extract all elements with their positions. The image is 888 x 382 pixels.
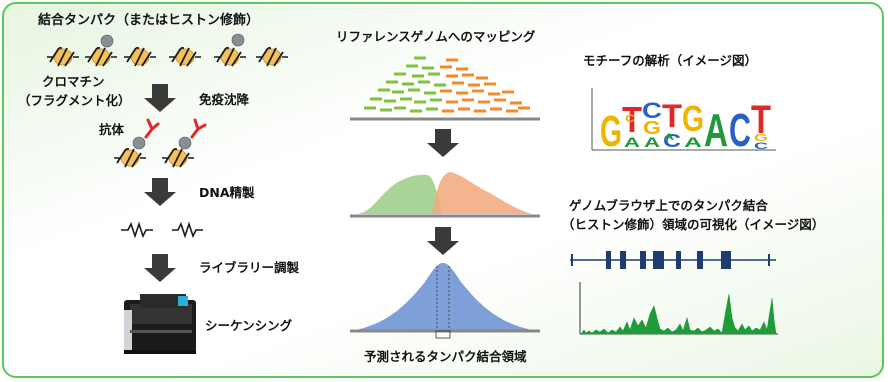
coverage-green: [356, 174, 442, 214]
motif-letter: C: [663, 131, 681, 151]
library-prep-label: ライブラリー調製: [199, 260, 300, 275]
motif-letter: C: [754, 141, 769, 151]
signal-track: [580, 293, 777, 335]
gene-exon: [571, 254, 573, 266]
dna-fragment: [172, 221, 203, 239]
gene-exon: [620, 251, 626, 269]
motif-letter: G: [600, 107, 622, 156]
motif-letter: T: [662, 98, 682, 134]
motif-letter: C: [642, 98, 662, 123]
coverage-orange: [432, 172, 532, 214]
motif-letter: A: [664, 132, 675, 142]
motif-title: モチーフの解析（イメージ図）: [583, 53, 758, 68]
binding-protein-dot: [100, 34, 114, 48]
antibody-icon: [190, 118, 207, 139]
browser-title-line2: （ヒストン修飾）領域の可視化（イメージ図）: [562, 217, 825, 232]
dna-purification-label: DNA精製: [199, 185, 255, 200]
motif-letter: T: [622, 99, 642, 140]
gene-exon: [653, 251, 664, 269]
gene-exon: [697, 251, 703, 269]
motif-letter: C: [729, 104, 751, 156]
binding-protein-dot: [231, 33, 245, 47]
antibody-label: 抗体: [99, 122, 125, 137]
motif-letter: A: [624, 134, 640, 150]
gene-exon: [721, 251, 731, 269]
chromatin-label-line1: クロマチン: [42, 74, 105, 89]
motif-letter: G: [682, 98, 704, 139]
motif-letter: A: [704, 104, 728, 156]
motif-letter: T: [751, 98, 771, 142]
peak-region-marker: [435, 330, 451, 339]
motif-letter: C: [625, 113, 635, 125]
motif-letter: G: [754, 133, 768, 144]
predicted-peak: [356, 263, 532, 330]
predicted-region-label: 予測されるタンパク結合領域: [364, 349, 527, 364]
binding-protein-dot: [178, 136, 192, 150]
gene-exon: [606, 251, 611, 269]
chromatin-label-line2: （フラグメント化）: [18, 93, 131, 108]
dna-fragment: [121, 221, 153, 239]
sequencer-icon: [124, 294, 196, 354]
immunoprecipitation-label: 免疫沈降: [199, 92, 250, 107]
antibody-icon: [144, 118, 160, 139]
gene-exon: [768, 254, 770, 266]
gene-exon: [676, 251, 681, 269]
browser-title-line1: ゲノムブラウザ上でのタンパク結合: [569, 198, 768, 213]
motif-letter: A: [684, 134, 702, 150]
sequencing-label: シーケンシング: [205, 318, 293, 333]
binding-protein-dot: [132, 136, 146, 150]
motif-letter: G: [643, 118, 661, 138]
mapping-title: リファレンスゲノムへのマッピング: [336, 29, 536, 44]
binding-protein-label: 結合タンパク（またはヒストン修飾）: [38, 13, 260, 28]
motif-letter: A: [644, 134, 660, 150]
gene-exon: [640, 251, 646, 269]
